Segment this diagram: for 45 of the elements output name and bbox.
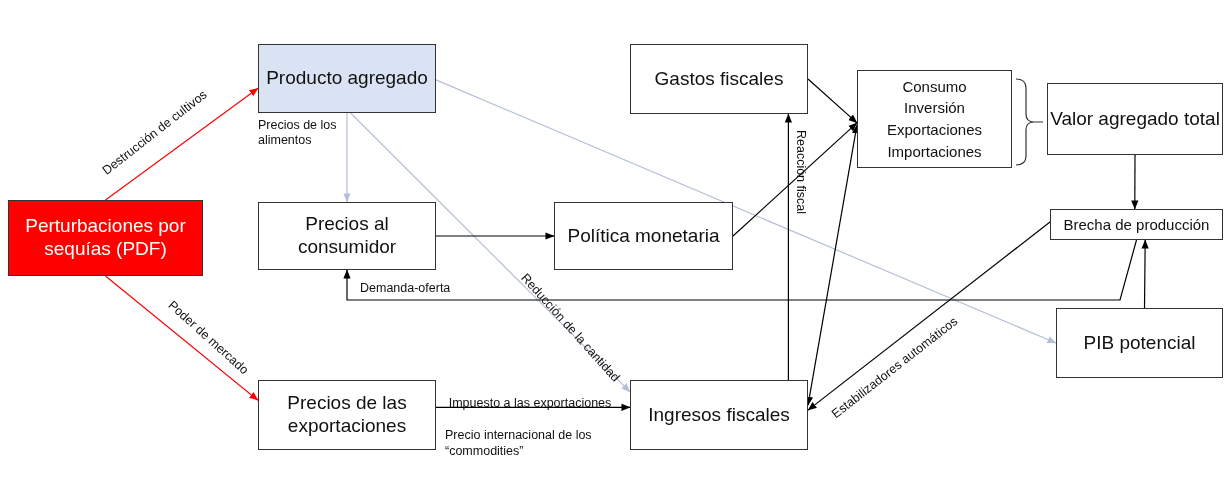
arrow	[343, 239, 1138, 301]
edge-label: Precios de los alimentos	[258, 118, 338, 148]
arrow	[104, 275, 259, 401]
process-box	[1050, 209, 1223, 240]
node-text: Perturbaciones por sequías (PDF)	[24, 215, 187, 261]
process-box	[258, 44, 436, 113]
node-text: Valor agregado total	[1050, 107, 1220, 131]
process-box	[630, 380, 808, 450]
arrow	[807, 78, 858, 124]
arrow	[784, 113, 792, 381]
arrow	[343, 112, 351, 203]
arrow	[1141, 239, 1149, 309]
process-box	[1047, 83, 1223, 155]
arrow	[807, 221, 1051, 411]
node-text: Ingresos fiscales	[648, 403, 790, 427]
arrow	[1131, 154, 1139, 210]
node-text: Producto agregado	[266, 67, 428, 90]
arrow	[104, 87, 259, 201]
process-box	[554, 202, 733, 270]
node-text: Política monetaria	[567, 224, 720, 248]
edge-label: Demanda-oferta	[360, 280, 451, 296]
edge-label: Impuesto a las exportaciones	[448, 395, 612, 411]
process-box	[630, 44, 808, 114]
edge-label: Reacción fiscal	[792, 129, 808, 215]
arrow	[435, 79, 1057, 344]
hazard-box	[8, 200, 203, 276]
node-text: Inversión	[904, 98, 965, 119]
note-text: Precio internacional de los “commodities”	[445, 428, 593, 460]
process-box	[1056, 308, 1223, 378]
node-text: Brecha de producción	[1063, 214, 1210, 235]
node-text: Importaciones	[887, 141, 982, 162]
node-text: Consumo	[902, 76, 967, 97]
arrow	[732, 122, 858, 237]
process-box	[258, 380, 436, 450]
arrow	[805, 124, 860, 406]
arrow	[435, 403, 631, 411]
node-text: Precios de las exportaciones	[286, 392, 408, 438]
node-text: PIB potencial	[1083, 331, 1196, 355]
node-text: Gastos fiscales	[654, 67, 784, 91]
arrow	[435, 232, 555, 240]
component-list-box	[857, 70, 1012, 168]
arrow	[350, 112, 631, 393]
node-text: Precios al consumidor	[296, 213, 398, 259]
node-text: Exportaciones	[886, 120, 983, 140]
process-box	[258, 202, 436, 270]
